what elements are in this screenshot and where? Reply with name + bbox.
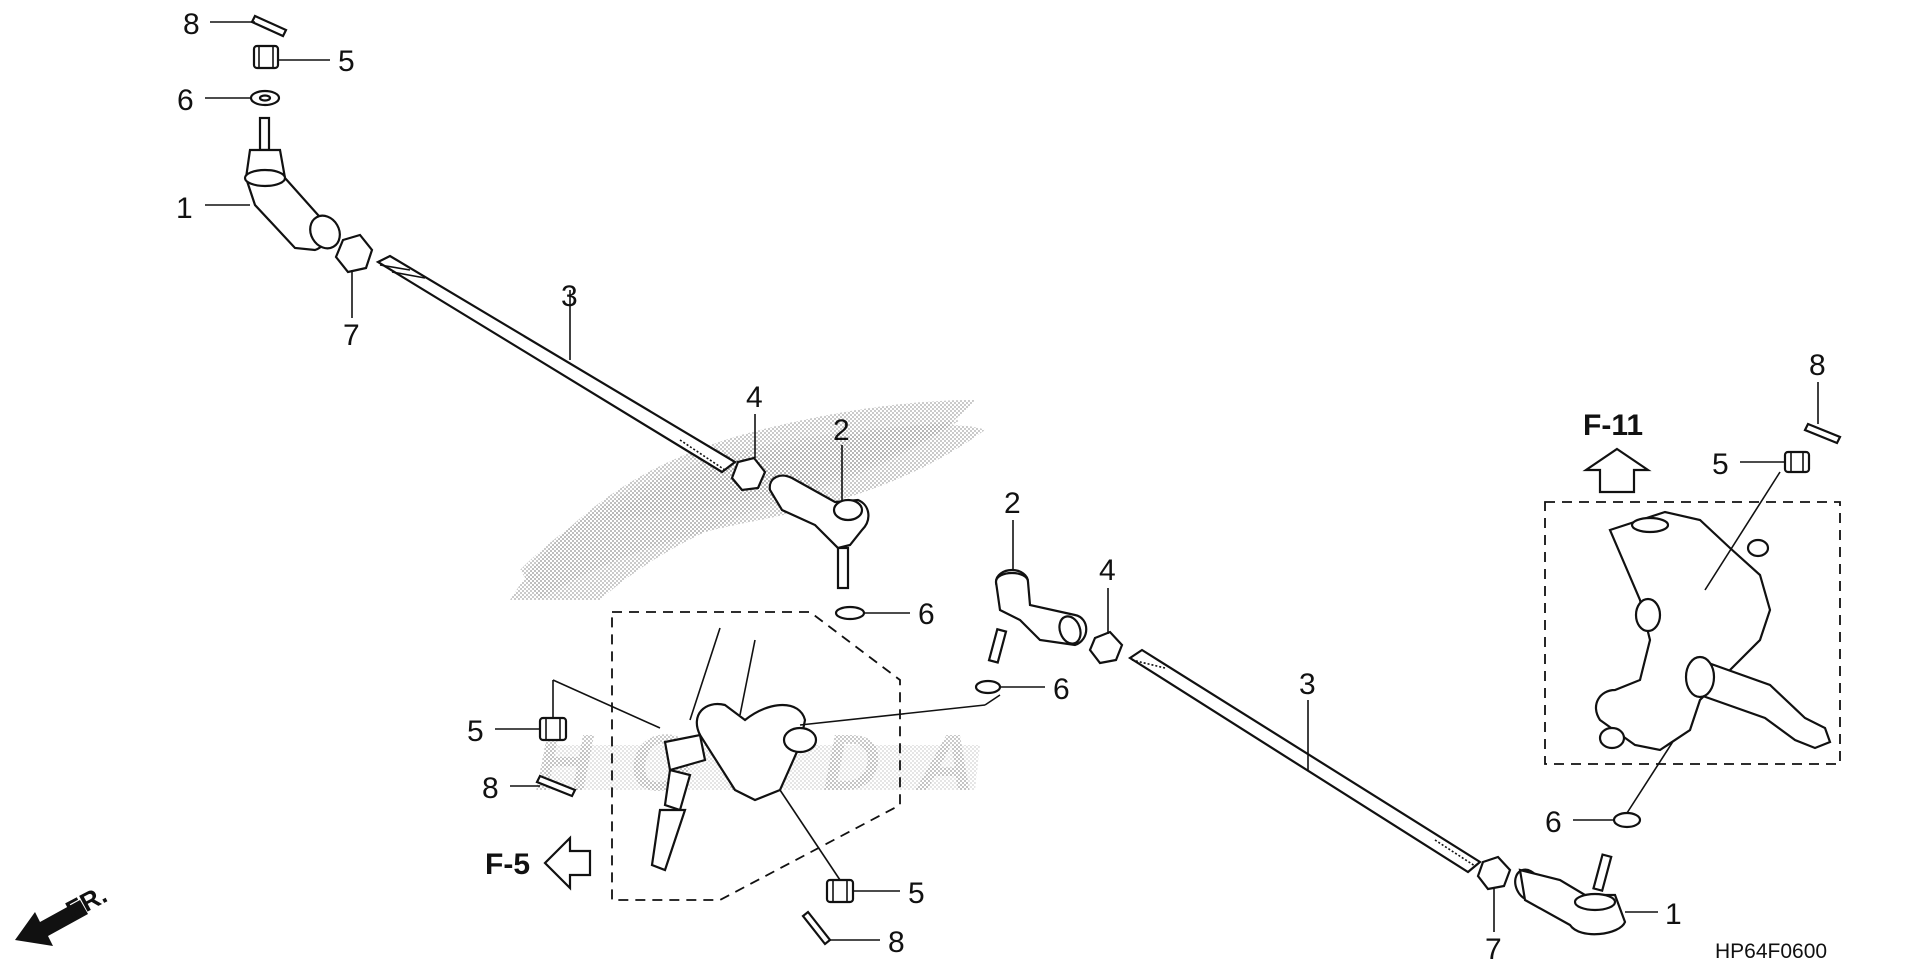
cotter-pin-8-bottom [801, 910, 832, 946]
cotter-pin-8-top [250, 14, 288, 38]
jam-nut-7-left [334, 233, 374, 274]
callout-6-center: 6 [918, 598, 935, 631]
callout-7-right: 7 [1485, 933, 1502, 959]
tie-rod-end-1-left [243, 116, 341, 252]
callout-7-left: 7 [343, 319, 360, 352]
washer-6-center [834, 605, 866, 621]
washer-6-bottom-right [1612, 811, 1642, 829]
callout-5-left: 5 [467, 715, 484, 748]
callout-6-bottom-right: 6 [1545, 806, 1562, 839]
callout-5-bottom: 5 [908, 877, 925, 910]
callout-5-top: 5 [338, 45, 355, 78]
castle-nut-5-top [252, 44, 280, 70]
callout-5-right: 5 [1712, 448, 1729, 481]
callout-8-left: 8 [482, 772, 499, 805]
reference-f5-label: F-5 [485, 848, 530, 881]
callout-6-top: 6 [177, 84, 194, 117]
callout-1-left: 1 [176, 192, 193, 225]
lock-nut-4-upper [730, 456, 767, 492]
jam-nut-7-right [1476, 855, 1512, 891]
castle-nut-5-right [1783, 450, 1811, 474]
callout-8-right: 8 [1809, 349, 1826, 382]
reference-f11-label: F-11 [1583, 409, 1643, 442]
callout-8-top: 8 [183, 8, 200, 41]
callout-2-lower: 2 [1004, 487, 1021, 520]
tie-rod-3-lower [1127, 648, 1482, 874]
cotter-pin-8-right [1803, 422, 1842, 445]
steering-knuckle-right [1594, 510, 1832, 752]
tie-rod-end-2-upper [768, 474, 870, 590]
callout-6-right: 6 [1053, 673, 1070, 706]
callout-3-lower: 3 [1299, 668, 1316, 701]
callout-4-upper: 4 [746, 381, 763, 414]
cotter-pin-8-left [535, 774, 577, 798]
callout-2-upper: 2 [833, 414, 850, 447]
tie-rod-3-upper [375, 254, 737, 474]
tie-rod-end-1-right [1514, 853, 1627, 936]
castle-nut-5-bottom [825, 878, 855, 904]
callout-8-bottom: 8 [888, 926, 905, 959]
lock-nut-4-lower [1088, 630, 1124, 665]
castle-nut-5-left [538, 716, 568, 742]
tie-rod-end-2-lower [987, 568, 1088, 664]
washer-6-right [974, 679, 1002, 695]
figure-code: HP64F0600 [1715, 940, 1827, 959]
callout-3-upper: 3 [561, 280, 578, 313]
callout-4-lower: 4 [1099, 554, 1116, 587]
reference-f11-arrow [1582, 447, 1652, 494]
front-direction-arrow: FR. [15, 879, 112, 946]
steering-knuckle-left [650, 627, 818, 872]
reference-f5-arrow [543, 835, 592, 891]
knuckle-detail-box-right [1544, 501, 1841, 765]
callout-1-right: 1 [1665, 898, 1682, 931]
